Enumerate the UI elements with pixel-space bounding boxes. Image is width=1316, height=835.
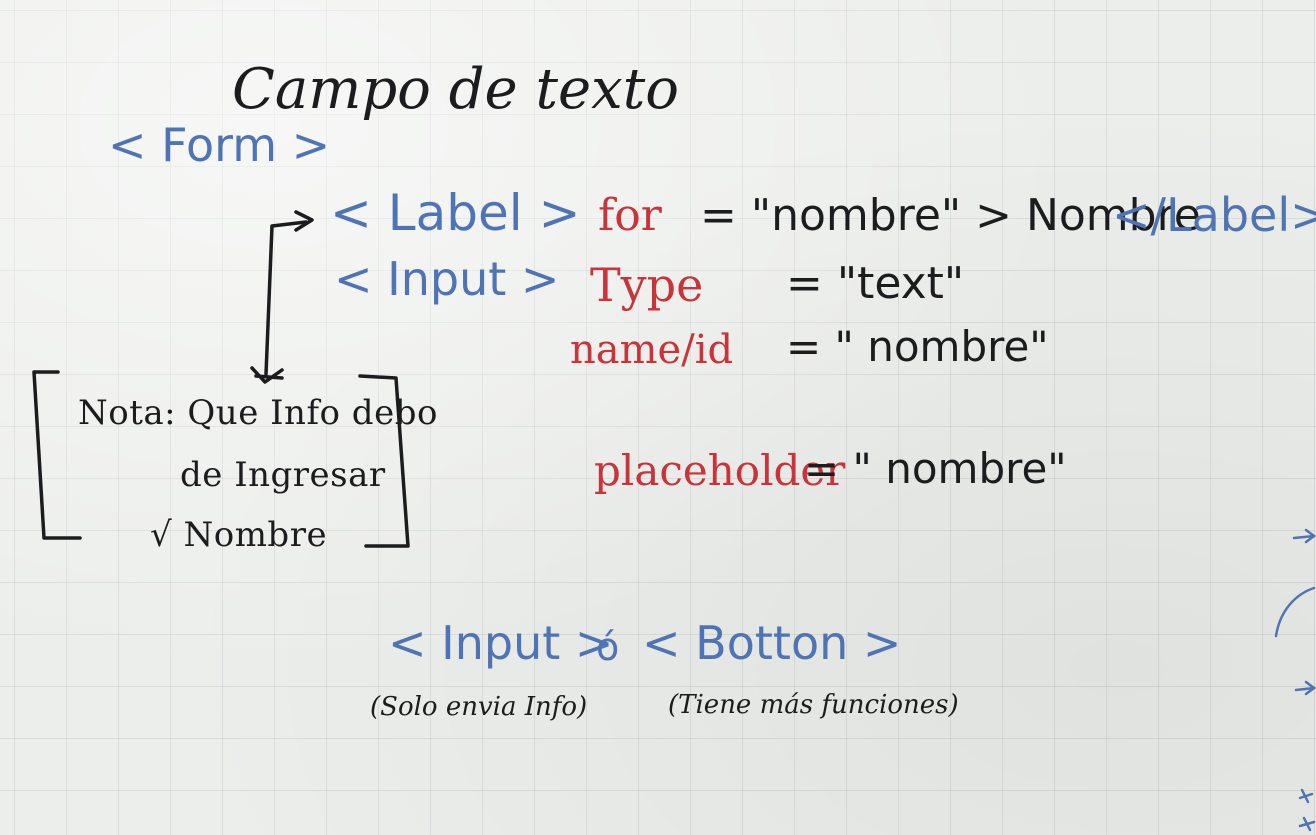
form-open-tag: < Form >	[108, 118, 331, 172]
note-line-3: √ Nombre	[150, 515, 328, 555]
input-name-value: = " nombre"	[786, 322, 1049, 371]
bottom-button-caption: (Tiene más funciones)	[668, 690, 959, 720]
label-tag: < Label >	[330, 184, 581, 242]
bottom-input-caption: (Solo envia Info)	[370, 692, 588, 722]
input-type-attr: Type	[590, 258, 704, 312]
note-bracket-icon	[32, 370, 410, 548]
input-placeholder-attr: placeholder	[594, 446, 846, 495]
input-tag: < Input >	[334, 252, 560, 306]
connector-arrow-icon	[250, 210, 314, 384]
note-line-1: Nota: Que Info debo	[78, 393, 438, 433]
label-close-tag: </Label>	[1112, 188, 1316, 242]
label-for-attr: for	[598, 190, 662, 241]
edge-scribble-icon	[1274, 528, 1316, 832]
label-for-value: = "nombre" > Nombre	[700, 190, 1201, 241]
input-type-value: = "text"	[786, 258, 965, 309]
input-name-attr: name/id	[570, 327, 734, 373]
bottom-button-tag: < Botton >	[642, 616, 902, 670]
bottom-input-tag: < Input >	[388, 616, 614, 670]
note-line-2: de Ingresar	[180, 455, 386, 495]
bottom-or-word: ó	[596, 625, 620, 669]
title: Campo de texto	[232, 57, 679, 122]
input-placeholder-value: = " nombre"	[804, 444, 1067, 493]
